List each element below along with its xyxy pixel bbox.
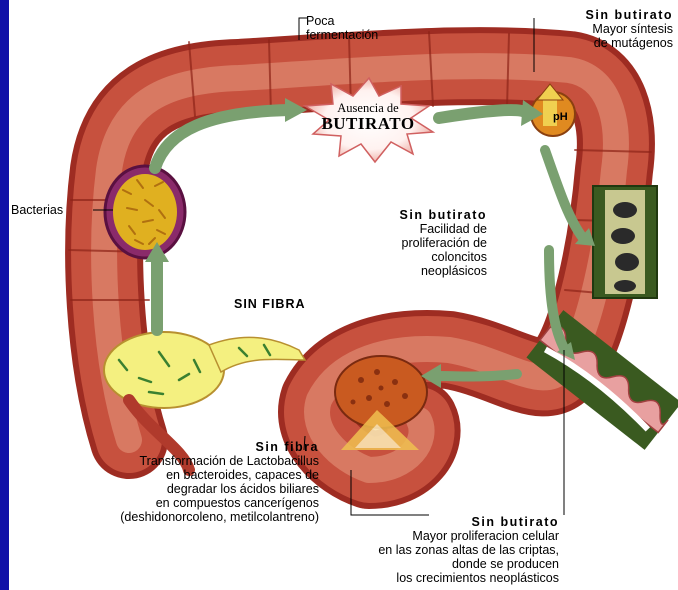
sin-butirato-heading: Sin butirato bbox=[339, 208, 487, 222]
bacterias-label: Bacterias bbox=[11, 203, 63, 217]
criptas-annotation: Sin butirato Mayor proliferacion celular… bbox=[279, 515, 559, 585]
mutagenos-line: de mutágenos bbox=[586, 36, 673, 50]
mutagenos-annotation: Sin butirato Mayor síntesis de mutágenos bbox=[586, 8, 673, 50]
acidos-biliares-line: degradar los ácidos biliares bbox=[9, 482, 319, 496]
butirato-text: BUTIRATO bbox=[301, 116, 435, 132]
coloncitos-line: coloncitos bbox=[339, 250, 487, 264]
mayor-sintesis-line: Mayor síntesis bbox=[586, 22, 673, 36]
diagram-canvas: Poca fermentación Sin butirato Mayor sín… bbox=[9, 0, 678, 590]
sin-butirato-heading: Sin butirato bbox=[586, 8, 673, 22]
fermentacion-line: fermentación bbox=[306, 28, 378, 42]
sin-butirato-heading: Sin butirato bbox=[279, 515, 559, 529]
zonas-altas-line: en las zonas altas de las criptas, bbox=[279, 543, 559, 557]
compuestos-line: en compuestos cancerígenos bbox=[9, 496, 319, 510]
ph-label: pH bbox=[553, 110, 568, 124]
poca-line: Poca bbox=[306, 14, 378, 28]
donde-se-producen-line: donde se producen bbox=[279, 557, 559, 571]
proliferacion-line: proliferación de bbox=[339, 236, 487, 250]
metilcolantreno-line: (deshidonorcoleno, metilcolantreno) bbox=[9, 510, 319, 524]
poca-fermentacion-label: Poca fermentación bbox=[306, 14, 378, 42]
neoplasicos-line: neoplásicos bbox=[339, 264, 487, 278]
bacteria-cluster bbox=[105, 166, 185, 258]
burst-text: Ausencia de BUTIRATO bbox=[301, 100, 435, 132]
crypt-section bbox=[593, 186, 657, 298]
facilidad-line: Facilidad de bbox=[339, 222, 487, 236]
crecimientos-line: los crecimientos neoplásticos bbox=[279, 571, 559, 585]
lactobacillus-line: Transformación de Lactobacillus bbox=[9, 454, 319, 468]
sin-fibra-heading: Sin fibra bbox=[9, 440, 319, 454]
lactobacillus-annotation: Sin fibra Transformación de Lactobacillu… bbox=[9, 440, 319, 524]
bacteroides-line: en bacteroides, capaces de bbox=[9, 468, 319, 482]
sin-fibra-upper-label: SIN FIBRA bbox=[234, 297, 306, 311]
coloncitos-annotation: Sin butirato Facilidad de proliferación … bbox=[339, 208, 487, 278]
proliferacion-celular-line: Mayor proliferacion celular bbox=[279, 529, 559, 543]
